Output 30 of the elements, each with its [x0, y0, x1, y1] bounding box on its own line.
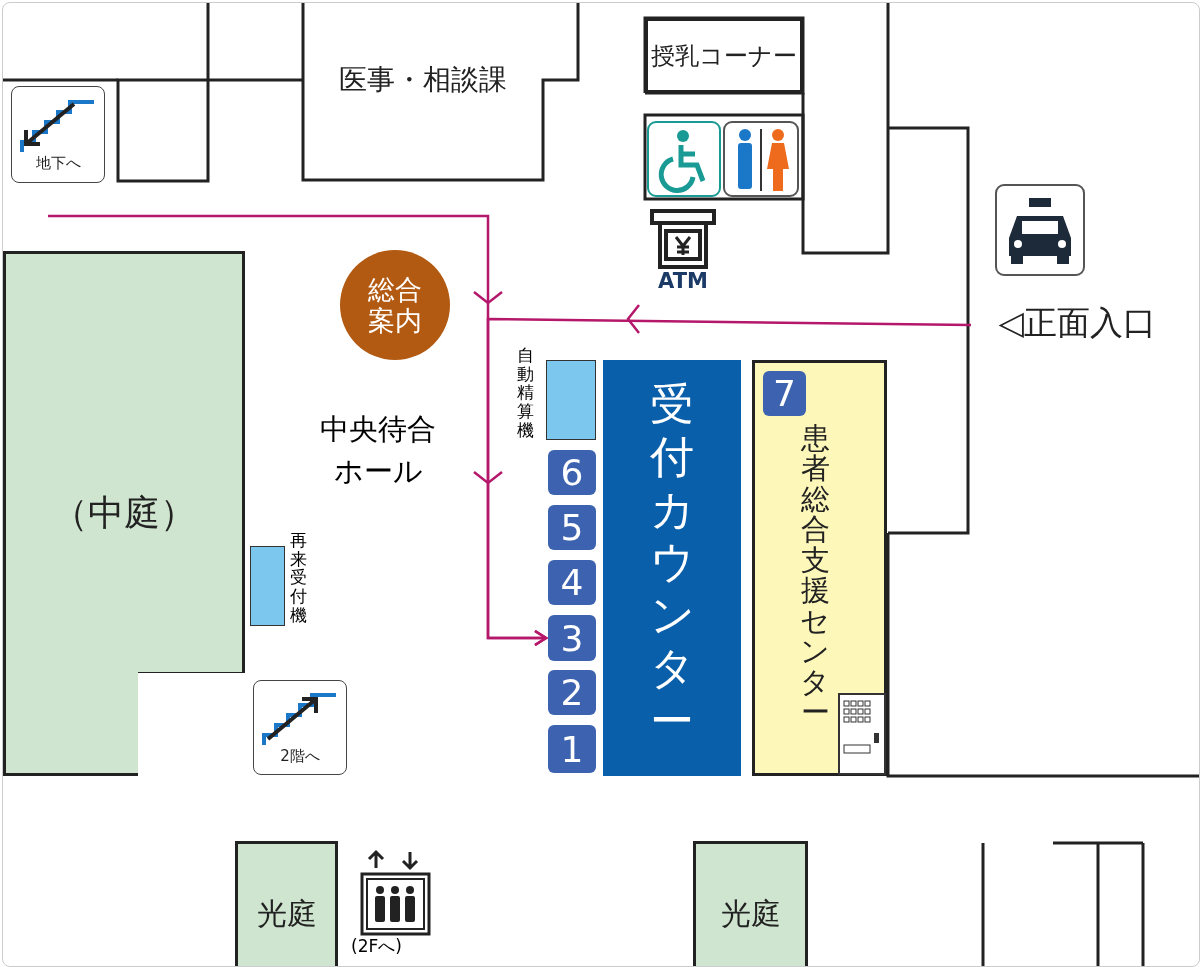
room-label: 医事・相談課 — [303, 3, 543, 180]
sign-label: 2階へ — [280, 747, 320, 766]
elevator-label: (2Fへ) — [351, 935, 402, 958]
number-badge: 2 — [548, 670, 596, 715]
arrow — [486, 304, 971, 647]
number-badge: 6 — [548, 450, 596, 495]
courtyard-area: （中庭） — [3, 251, 245, 776]
machine-label: 自動精算機 — [517, 346, 535, 440]
machine-label: 再来受付機 — [290, 531, 308, 625]
sign-label: 地下へ — [35, 154, 81, 173]
light-court-area: 光庭 — [235, 841, 338, 966]
stairs-sign — [11, 86, 105, 183]
area-label: 中央待合ホール — [319, 411, 437, 491]
number-badge: 3 — [548, 615, 596, 661]
support-center-area — [752, 360, 887, 776]
machine-box — [546, 360, 596, 440]
room-box: 授乳コーナー — [645, 18, 803, 93]
number-badge: 4 — [548, 560, 596, 605]
atm-label: ATM — [658, 268, 708, 293]
number-badge: 5 — [548, 505, 596, 550]
machine-box — [250, 546, 285, 626]
elevator-icon — [358, 848, 433, 936]
area-label: 患者総合支援センター — [800, 423, 831, 728]
reception-counter: 受付カウンター — [603, 360, 741, 776]
number-badge: 7 — [763, 371, 806, 416]
light-court-area: 光庭 — [693, 841, 808, 966]
stairs-sign — [253, 680, 347, 775]
number-badge: 1 — [548, 725, 596, 773]
info-circle: 総合案内 — [340, 250, 450, 360]
entrance-label: ◁正面入口 — [975, 299, 1180, 347]
